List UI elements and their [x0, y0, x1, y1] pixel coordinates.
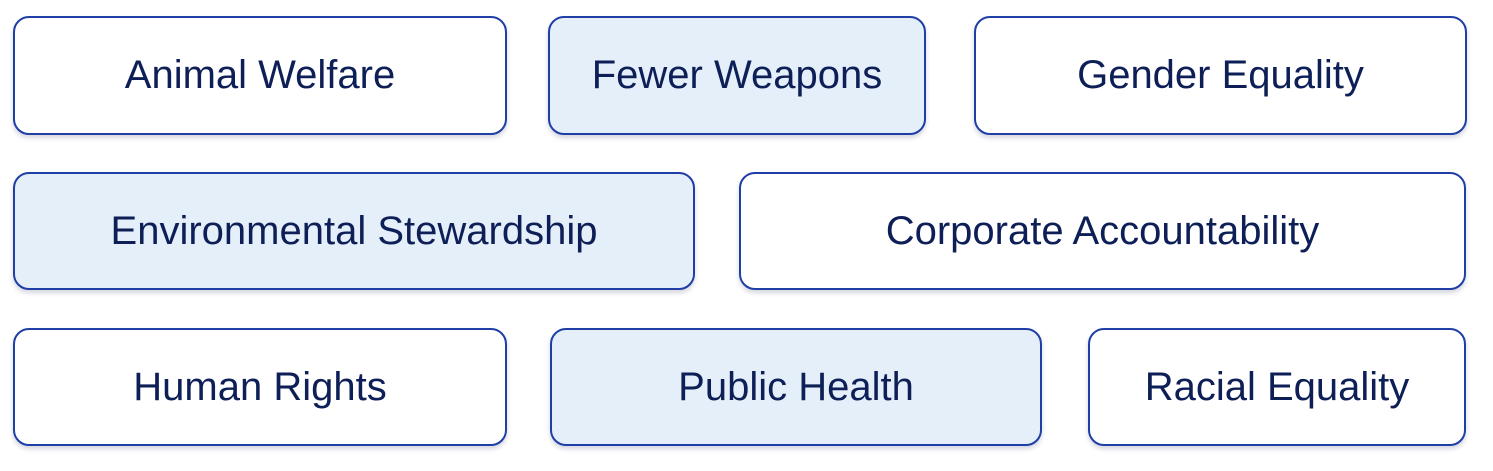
- chip-public-health[interactable]: Public Health: [550, 328, 1042, 446]
- chip-label: Animal Welfare: [124, 53, 396, 97]
- chip-animal-welfare[interactable]: Animal Welfare: [13, 16, 507, 135]
- chip-fewer-weapons[interactable]: Fewer Weapons: [548, 16, 926, 135]
- chip-label: Public Health: [678, 364, 914, 409]
- chip-racial-equality[interactable]: Racial Equality: [1088, 328, 1466, 446]
- chip-corporate-accountability[interactable]: Corporate Accountability: [739, 172, 1466, 290]
- chip-human-rights[interactable]: Human Rights: [13, 328, 507, 446]
- chip-label: Racial Equality: [1144, 364, 1410, 409]
- chip-label: Environmental Stewardship: [110, 208, 598, 253]
- chip-environmental-stewardship[interactable]: Environmental Stewardship: [13, 172, 695, 290]
- chip-gender-equality[interactable]: Gender Equality: [974, 16, 1467, 135]
- chip-label: Human Rights: [133, 364, 387, 409]
- chip-label: Fewer Weapons: [591, 53, 883, 97]
- chip-label: Corporate Accountability: [885, 208, 1320, 253]
- chip-label: Gender Equality: [1077, 53, 1364, 97]
